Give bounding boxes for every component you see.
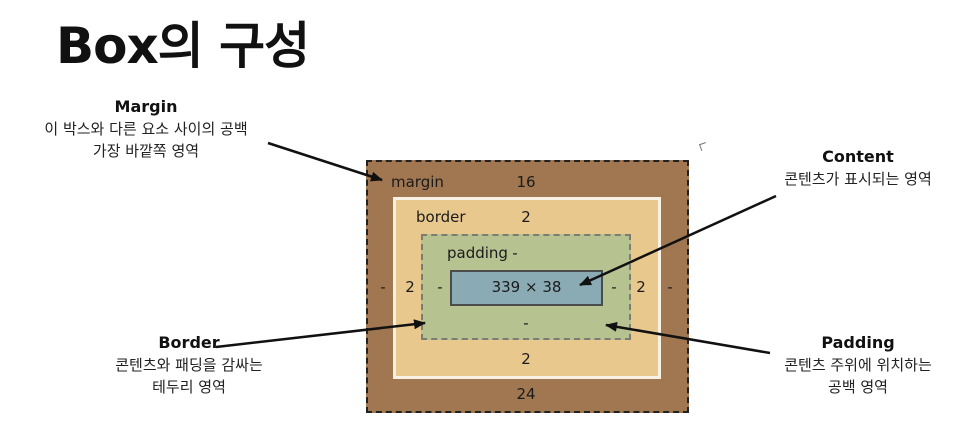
border-left-value: 2 [405,278,415,296]
content-arrow [579,194,777,287]
margin-arrow [267,141,383,182]
content-heading: Content [822,147,894,166]
padding-callout: Padding 콘텐츠 주위에 위치하는 공백 영역 [752,332,964,398]
margin-left-value: - [380,278,386,296]
content-size: 339 × 38 [491,278,562,296]
border-description-line1: 콘텐츠와 패딩을 감싸는 [115,356,263,374]
border-label: border [416,208,466,226]
padding-right-value: - [611,278,617,296]
border-description-line2: 테두리 영역 [152,378,226,396]
border-heading: Border [158,333,220,352]
margin-callout: Margin 이 박스와 다른 요소 사이의 공백 가장 바깥쪽 영역 [14,96,278,162]
padding-bottom-value: - [523,314,529,332]
content-callout: Content 콘텐츠가 표시되는 영역 [752,146,964,190]
margin-bottom-value: 24 [516,385,536,403]
margin-description-line2: 가장 바깥쪽 영역 [92,142,200,160]
border-top-value: 2 [521,208,531,226]
border-bottom-value: 2 [521,350,531,368]
padding-description-line1: 콘텐츠 주위에 위치하는 [784,356,932,374]
content-box [450,270,603,306]
margin-description-line1: 이 박스와 다른 요소 사이의 공백 [44,120,248,138]
border-right-value: 2 [636,278,646,296]
content-description-line1: 콘텐츠가 표시되는 영역 [784,170,932,188]
padding-left-value: - [437,278,443,296]
border-callout: Border 콘텐츠와 패딩을 감싸는 테두리 영역 [86,332,292,398]
margin-heading: Margin [114,97,178,116]
padding-description-line2: 공백 영역 [828,378,888,396]
border-arrow [215,319,426,349]
padding-heading: Padding [821,333,895,352]
margin-top-value: 16 [516,173,536,191]
padding-label: padding [447,244,508,262]
slide-title: Box의 구성 [56,17,310,75]
padding-arrow [605,321,771,355]
padding-top-value: - [512,244,518,262]
margin-right-value: - [667,278,673,296]
margin-label: margin [391,173,444,191]
